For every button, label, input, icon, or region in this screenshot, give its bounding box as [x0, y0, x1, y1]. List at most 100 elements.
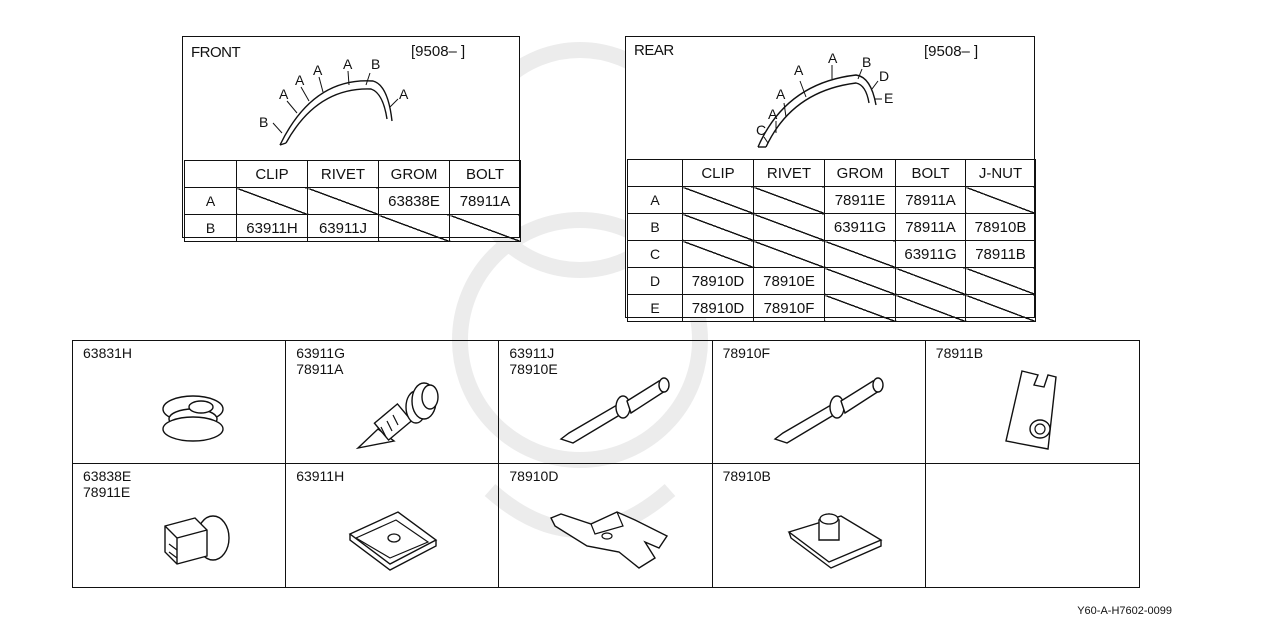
front-callout-a5: A	[399, 86, 409, 102]
part-number-cell: 78911B	[965, 240, 1036, 268]
not-applicable-cell	[824, 267, 896, 295]
not-applicable-cell	[965, 267, 1036, 295]
table-header-row: CLIP RIVET GROM BOLT	[184, 160, 521, 188]
row-label: A	[184, 187, 237, 215]
not-applicable-cell	[824, 240, 896, 268]
part-number-cell: 78911E	[824, 186, 896, 214]
part-number: 63911H	[296, 468, 345, 484]
column-header: GROM	[378, 160, 450, 188]
part-cell: 78910B	[713, 464, 926, 587]
part-cell: 78911B	[925, 341, 1139, 464]
rear-panel: REAR [9508– ] C A A A A B D E CLIP RIVET…	[625, 36, 1036, 322]
j-nut-icon	[1004, 370, 1057, 450]
bracket-clip-icon	[550, 511, 669, 569]
front-callout-a2: A	[295, 72, 305, 88]
part-number: 78910F	[722, 345, 771, 361]
part-number-cell: 63838E	[378, 187, 450, 215]
rear-callout-d: D	[879, 68, 889, 84]
part-number-cell: 78910E	[753, 267, 825, 295]
row-label: C	[627, 240, 683, 268]
part-cell: 78910F	[712, 341, 926, 464]
not-applicable-cell	[236, 187, 308, 215]
part-number-cell: 63911H	[236, 214, 308, 242]
column-header: RIVET	[307, 160, 379, 188]
column-header: BOLT	[449, 160, 521, 188]
front-parts-table: CLIP RIVET GROM BOLT A 63838E 78911A B 6…	[184, 160, 521, 242]
part-cell: 63911G 78911A	[286, 341, 500, 464]
not-applicable-cell	[753, 240, 825, 268]
part-number-cell: 63911J	[307, 214, 379, 242]
not-applicable-cell	[753, 186, 825, 214]
rear-callout-a2: A	[776, 86, 786, 102]
part-number: 63911J	[509, 345, 555, 361]
table-row: A 78911E 78911A	[627, 186, 1036, 214]
table-header-row: CLIP RIVET GROM BOLT J-NUT	[627, 159, 1036, 187]
rear-callout-a3: A	[794, 62, 804, 78]
part-number: 78911B	[935, 345, 984, 361]
table-row: A 63838E 78911A	[184, 187, 521, 215]
part-number-cell: 63911G	[895, 240, 966, 268]
rear-callout-c: C	[756, 122, 766, 138]
drawing-reference-code: Y60-A-H7602-0099	[1077, 605, 1172, 617]
row-label: B	[184, 214, 237, 242]
part-cell: 63831H	[73, 341, 287, 464]
front-callout-a1: A	[279, 86, 289, 102]
not-applicable-cell	[824, 294, 896, 322]
not-applicable-cell	[682, 240, 754, 268]
row-label: A	[627, 186, 683, 214]
rear-panel-title: REAR	[634, 42, 674, 59]
grommet-clip-icon	[164, 515, 230, 565]
table-row: B 63911H 63911J	[184, 214, 521, 242]
part-number-cell: 78911A	[895, 186, 966, 214]
flat-clip-icon	[348, 511, 438, 571]
screw-bolt-icon	[355, 382, 439, 450]
column-header	[627, 159, 683, 187]
part-number-cell: 78910D	[682, 294, 754, 322]
column-header: GROM	[824, 159, 896, 187]
table-row: E 78910D 78910F	[627, 294, 1036, 322]
not-applicable-cell	[965, 186, 1036, 214]
not-applicable-cell	[682, 213, 754, 241]
column-header: RIVET	[753, 159, 825, 187]
column-header	[184, 160, 237, 188]
rear-callout-a1: A	[768, 106, 778, 122]
parts-grid: 63831H 63911G 78911A 63911J 78910E	[72, 340, 1140, 588]
rear-callout-b: B	[862, 54, 871, 70]
part-cell: 63911H	[286, 464, 500, 587]
front-callout-a4: A	[343, 56, 353, 72]
not-applicable-cell	[895, 294, 966, 322]
part-number-cell: 63911G	[824, 213, 896, 241]
front-callout-b2: B	[371, 56, 380, 72]
column-header: CLIP	[682, 159, 754, 187]
row-label: B	[627, 213, 683, 241]
rivet-icon	[559, 377, 671, 444]
table-row: B 63911G 78911A 78910B	[627, 213, 1036, 241]
part-number-cell: 78910F	[753, 294, 825, 322]
not-applicable-cell	[307, 187, 379, 215]
front-panel-title: FRONT	[191, 44, 241, 61]
part-cell: 78910D	[499, 464, 713, 587]
not-applicable-cell	[449, 214, 521, 242]
rear-panel-date: [9508– ]	[924, 43, 979, 60]
rear-fender-arch-diagram: C A A A A B D E	[756, 50, 893, 148]
part-number: 63838E	[83, 468, 132, 484]
not-applicable-cell	[378, 214, 450, 242]
row-label: E	[627, 294, 683, 322]
column-header: BOLT	[895, 159, 966, 187]
part-number-cell: 78910D	[682, 267, 754, 295]
empty-part-cell	[926, 464, 1139, 587]
row-label: D	[627, 267, 683, 295]
part-number-cell: 78911A	[895, 213, 966, 241]
rivet-icon	[773, 377, 884, 444]
part-cell: 63911J 78910E	[499, 341, 713, 464]
part-cell: 63838E 78911E	[73, 464, 287, 587]
part-number: 78910D	[509, 468, 559, 484]
table-row: C 63911G 78911B	[627, 240, 1036, 268]
not-applicable-cell	[895, 267, 966, 295]
not-applicable-cell	[753, 213, 825, 241]
front-callout-b1: B	[259, 114, 268, 130]
part-number-cell: 78910B	[965, 213, 1036, 241]
front-panel-date: [9508– ]	[411, 43, 466, 60]
part-number: 63911G	[296, 345, 345, 361]
not-applicable-cell	[682, 186, 754, 214]
